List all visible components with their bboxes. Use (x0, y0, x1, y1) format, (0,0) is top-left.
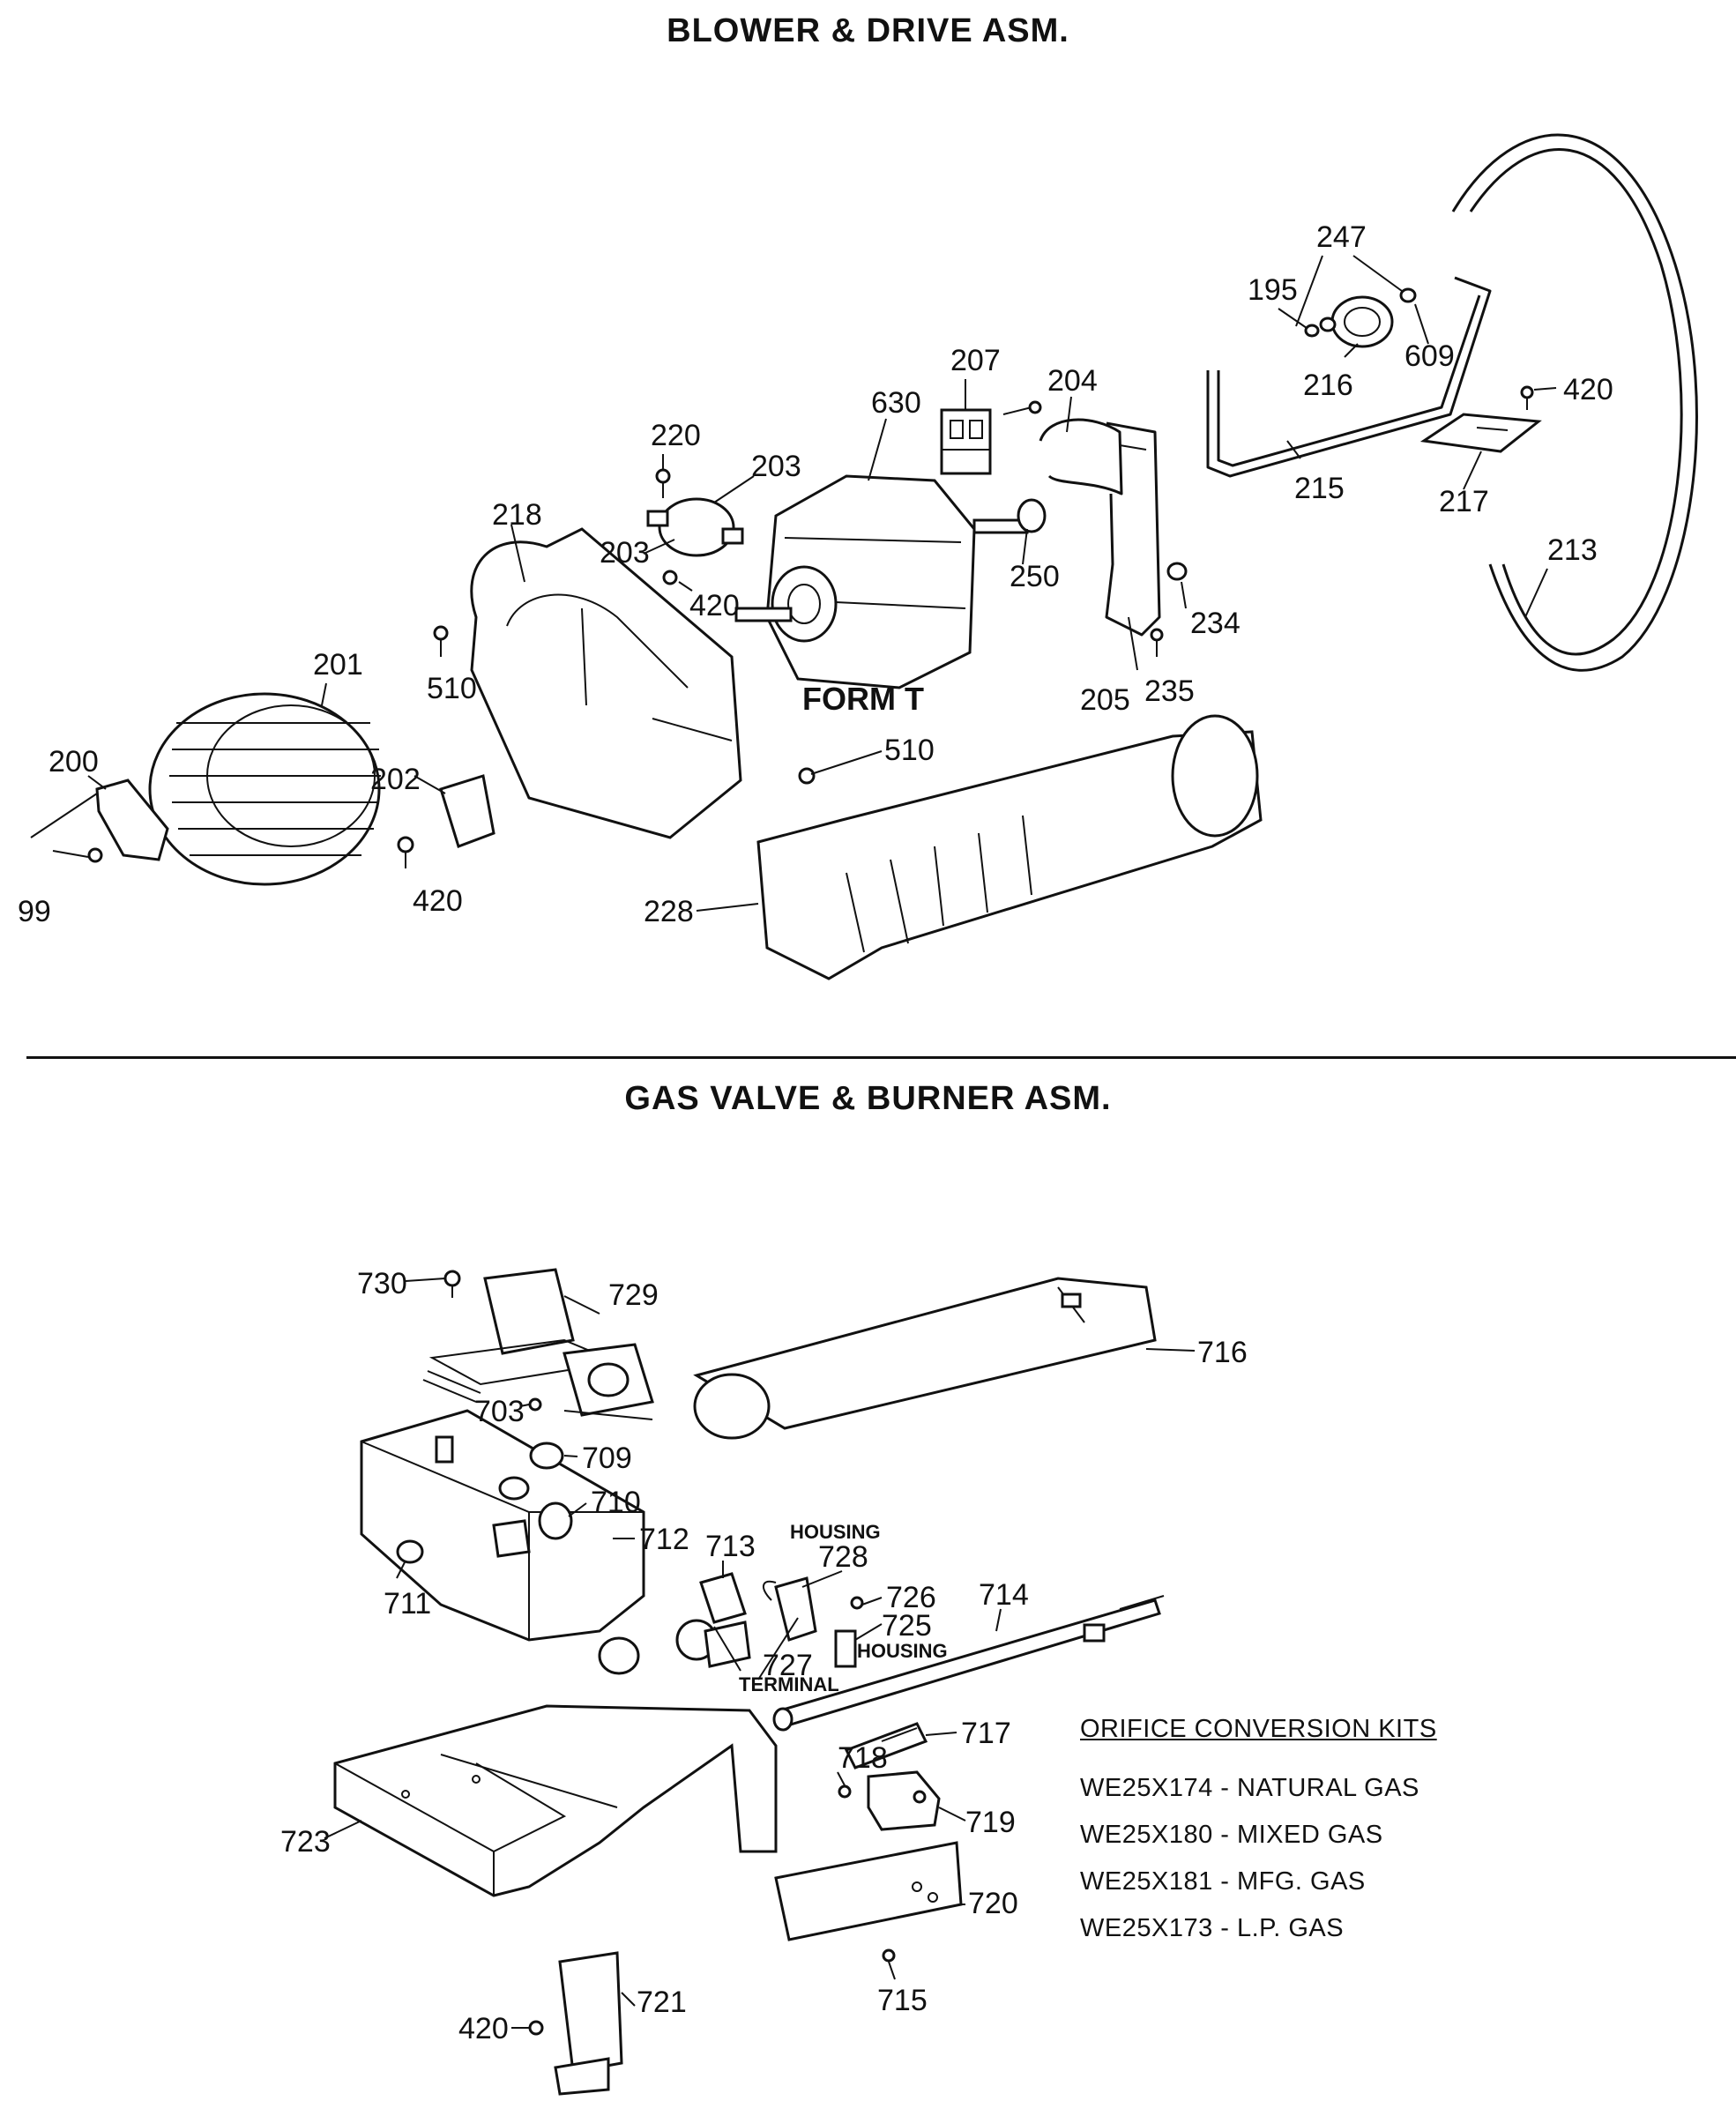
label-housing-top: HOUSING (790, 1521, 881, 1543)
label-717: 717 (961, 1717, 1011, 1750)
drum-belt-213 (1451, 133, 1698, 672)
label-203-a: 203 (751, 450, 801, 483)
label-609: 609 (1404, 339, 1455, 373)
label-726: 726 (886, 1581, 936, 1614)
label-728: 728 (818, 1540, 868, 1574)
bracket-217 (1419, 385, 1542, 453)
label-730: 730 (357, 1267, 407, 1300)
motor-mount-205 (1039, 418, 1188, 657)
label-218: 218 (492, 498, 542, 532)
label-713: 713 (705, 1530, 756, 1563)
label-420-b: 420 (689, 589, 740, 622)
gas-section-title: GAS VALVE & BURNER ASM. (624, 1080, 1112, 1117)
baffle-202 (397, 625, 495, 868)
label-712: 712 (639, 1523, 689, 1556)
label-terminal: TERMINAL (739, 1673, 839, 1695)
kit-item: WE25X173 - L.P. GAS (1080, 1914, 1345, 1942)
blower-part-labels: 247 195 609 216 420 217 215 213 207 204 … (18, 220, 1613, 928)
label-715: 715 (877, 1984, 928, 2017)
label-711: 711 (384, 1587, 431, 1621)
label-710: 710 (591, 1486, 641, 1519)
idler-pulley-216 (1304, 287, 1417, 348)
label-716: 716 (1197, 1336, 1248, 1369)
blower-wheel-201 (148, 692, 381, 886)
motor-clamp-203 (646, 468, 744, 585)
burner-tube-716 (693, 1277, 1157, 1440)
label-725: 725 (882, 1609, 932, 1643)
valve-coil-729 (422, 1268, 654, 1420)
label-234: 234 (1190, 607, 1241, 640)
burner-bracket-723 (333, 1704, 778, 1897)
label-729: 729 (608, 1278, 659, 1312)
label-99: 99 (18, 895, 51, 928)
label-709: 709 (582, 1442, 632, 1475)
label-510-a: 510 (427, 672, 477, 705)
kit-item: WE25X180 - MIXED GAS (1080, 1821, 1383, 1849)
label-200: 200 (48, 745, 99, 779)
label-housing-side: HOUSING (857, 1640, 948, 1662)
plate-720 (774, 1841, 963, 1963)
screw-730 (443, 1270, 461, 1298)
label-719: 719 (965, 1806, 1016, 1839)
label-228: 228 (644, 895, 694, 928)
label-217: 217 (1439, 485, 1489, 518)
label-727: 727 (763, 1649, 813, 1682)
label-215: 215 (1294, 472, 1345, 505)
label-718: 718 (838, 1741, 888, 1775)
form-t-label: FORM T (802, 681, 924, 717)
switch-207 (940, 400, 1042, 475)
label-510-b: 510 (884, 734, 935, 767)
flame-sensor-728 (763, 1576, 864, 1668)
label-207: 207 (950, 344, 1001, 377)
label-213: 213 (1547, 533, 1598, 567)
fitting-713 (675, 1572, 751, 1672)
blower-housing-218 (470, 527, 742, 839)
label-216: 216 (1303, 369, 1353, 402)
section-divider (26, 1056, 1736, 1059)
label-204: 204 (1047, 364, 1098, 398)
orifice-conversion-kits: ORIFICE CONVERSION KITS WE25X174 - NATUR… (1080, 1715, 1539, 1961)
label-723: 723 (280, 1825, 331, 1859)
label-420-a: 420 (1563, 373, 1613, 406)
crossover-tube-714 (772, 1595, 1165, 1732)
label-195: 195 (1248, 273, 1298, 307)
label-721: 721 (637, 1986, 687, 2019)
idler-arm-215 (1206, 276, 1492, 478)
kits-title: ORIFICE CONVERSION KITS (1080, 1715, 1437, 1743)
label-714: 714 (979, 1578, 1029, 1612)
exhaust-duct-228 (756, 714, 1263, 980)
label-247: 247 (1316, 220, 1367, 254)
label-703: 703 (474, 1395, 525, 1428)
gas-part-labels: 730 729 716 703 709 710 712 713 711 728 … (280, 1267, 1248, 2045)
shield-721 (528, 1951, 623, 2096)
label-220: 220 (651, 419, 701, 452)
label-420-gas: 420 (458, 2012, 509, 2045)
igniter-717 (838, 1722, 941, 1831)
label-202: 202 (370, 763, 421, 796)
bracket-200 (30, 779, 169, 863)
drive-motor-630 (734, 474, 1047, 689)
blower-section-title: BLOWER & DRIVE ASM. (667, 12, 1069, 49)
label-630: 630 (871, 386, 921, 420)
gas-leader-lines (324, 1278, 1196, 2029)
label-420-c: 420 (413, 884, 463, 918)
label-201: 201 (313, 648, 363, 682)
label-203-b: 203 (600, 536, 650, 570)
kit-item: WE25X174 - NATURAL GAS (1080, 1774, 1419, 1802)
label-250: 250 (1010, 560, 1060, 593)
label-720: 720 (968, 1887, 1018, 1920)
kit-item: WE25X181 - MFG. GAS (1080, 1867, 1366, 1896)
label-235: 235 (1144, 674, 1195, 708)
label-205: 205 (1080, 683, 1130, 717)
gas-valve-712 (360, 1397, 645, 1675)
blower-leader-lines (87, 255, 1557, 912)
